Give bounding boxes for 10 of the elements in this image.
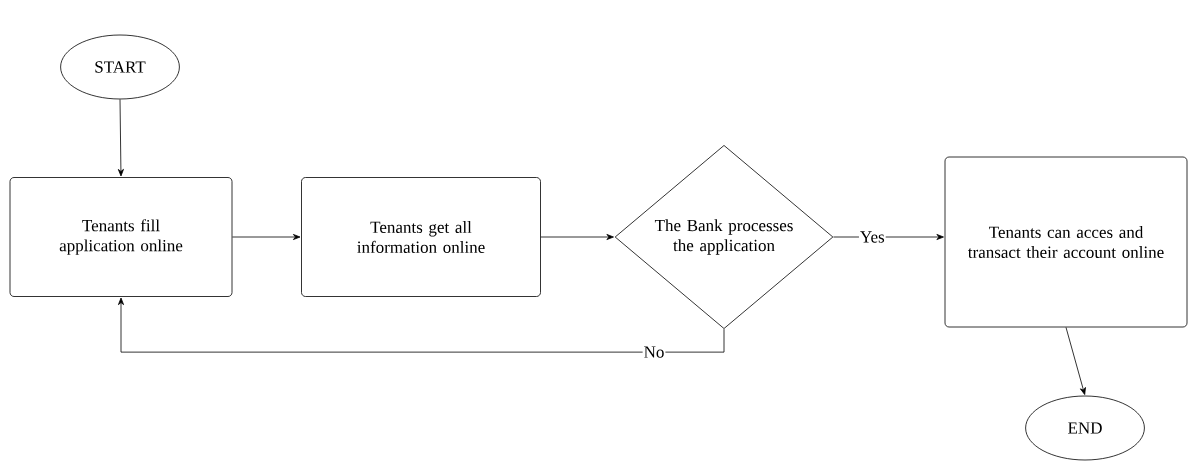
edge-label: No: [642, 345, 666, 359]
arrow: [1065, 327, 1086, 395]
arrow: [117, 99, 124, 177]
arrow: [118, 297, 725, 353]
arrow: [232, 234, 301, 240]
arrow: [540, 234, 614, 240]
edge-label: Yes: [858, 230, 886, 244]
process-box: Tenants get all information online: [301, 177, 541, 297]
process-box: Tenants can acces and transact their account online: [944, 156, 1188, 328]
process-box: Tenants fill application online: [9, 177, 233, 297]
